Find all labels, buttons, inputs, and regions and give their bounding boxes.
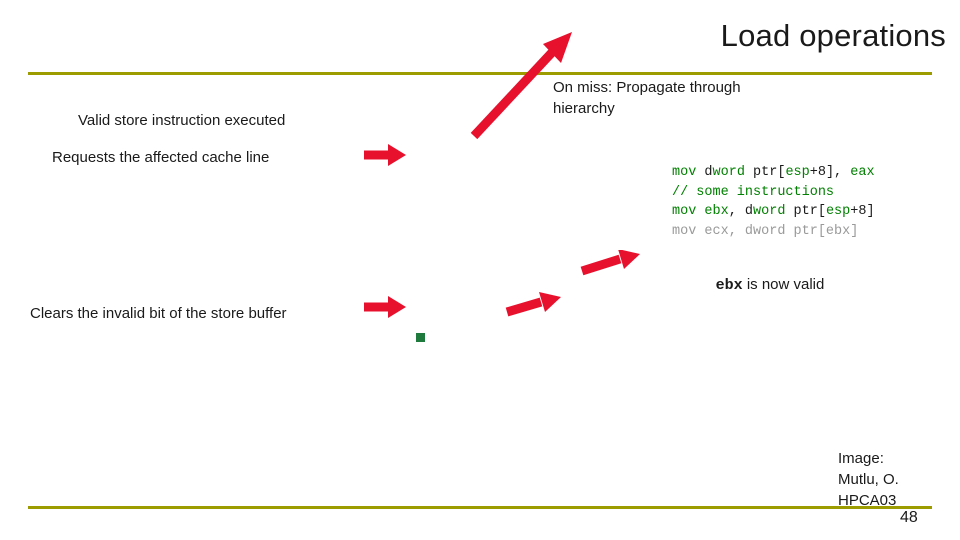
assembly-code-block: mov dword ptr[esp+8], eax// some instruc… [672, 163, 875, 241]
code-token: d [704, 165, 713, 180]
code-token: word [753, 204, 786, 219]
code-line: mov ebx, dword ptr[esp+8] [672, 202, 875, 222]
code-token: ptr[ [744, 165, 786, 180]
code-token: mov [672, 165, 705, 180]
code-token: ebx [704, 204, 729, 219]
arrow-right-upper-middle-icon [580, 250, 642, 280]
code-token: d [744, 204, 754, 219]
code-token: +8], [809, 165, 851, 180]
code-token: mov ecx, dword ptr[ebx] [672, 223, 859, 239]
code-token: mov [672, 204, 705, 219]
credit-line-3: HPCA03 [838, 492, 897, 509]
annotation-valid-store: Valid store instruction executed [78, 112, 286, 129]
arrow-right-clears-bit-icon [362, 294, 408, 320]
annotation-requests-cache-line: Requests the affected cache line [52, 149, 270, 166]
code-token: esp [785, 165, 810, 180]
code-token: word [712, 165, 745, 180]
annotation-clears-invalid-bit: Clears the invalid bit of the store buff… [30, 305, 287, 322]
arrow-up-right-to-title-icon [462, 32, 577, 142]
footer-divider-rule [28, 506, 932, 509]
credit-line-1: Image: [838, 450, 884, 467]
code-token: , [728, 204, 745, 219]
page-title: Load operations [720, 18, 946, 53]
code-token: +8] [850, 204, 875, 219]
credit-line-2: Mutlu, O. [838, 471, 899, 488]
ebx-valid-suffix: is now valid [742, 276, 825, 293]
code-line: // some instructions [672, 183, 875, 203]
code-line: mov dword ptr[esp+8], eax [672, 163, 875, 183]
arrow-right-lower-middle-icon [505, 292, 563, 320]
code-token: eax [850, 165, 875, 180]
title-divider-rule [28, 72, 932, 75]
code-token: // some instructions [672, 184, 835, 200]
page-number: 48 [900, 509, 918, 526]
annotation-ebx-valid: ebx is now valid [640, 274, 900, 296]
ebx-register-label: ebx [715, 277, 743, 294]
arrow-right-requests-icon [362, 142, 408, 168]
code-token: ptr[ [785, 204, 826, 219]
image-credit: Image: Mutlu, O. HPCA03 [838, 448, 958, 511]
annotation-on-miss: On miss: Propagate through hierarchy [553, 79, 741, 117]
code-line: mov ecx, dword ptr[ebx] [672, 222, 875, 242]
code-token: esp [825, 204, 851, 219]
bullet-square-marker [416, 333, 425, 342]
